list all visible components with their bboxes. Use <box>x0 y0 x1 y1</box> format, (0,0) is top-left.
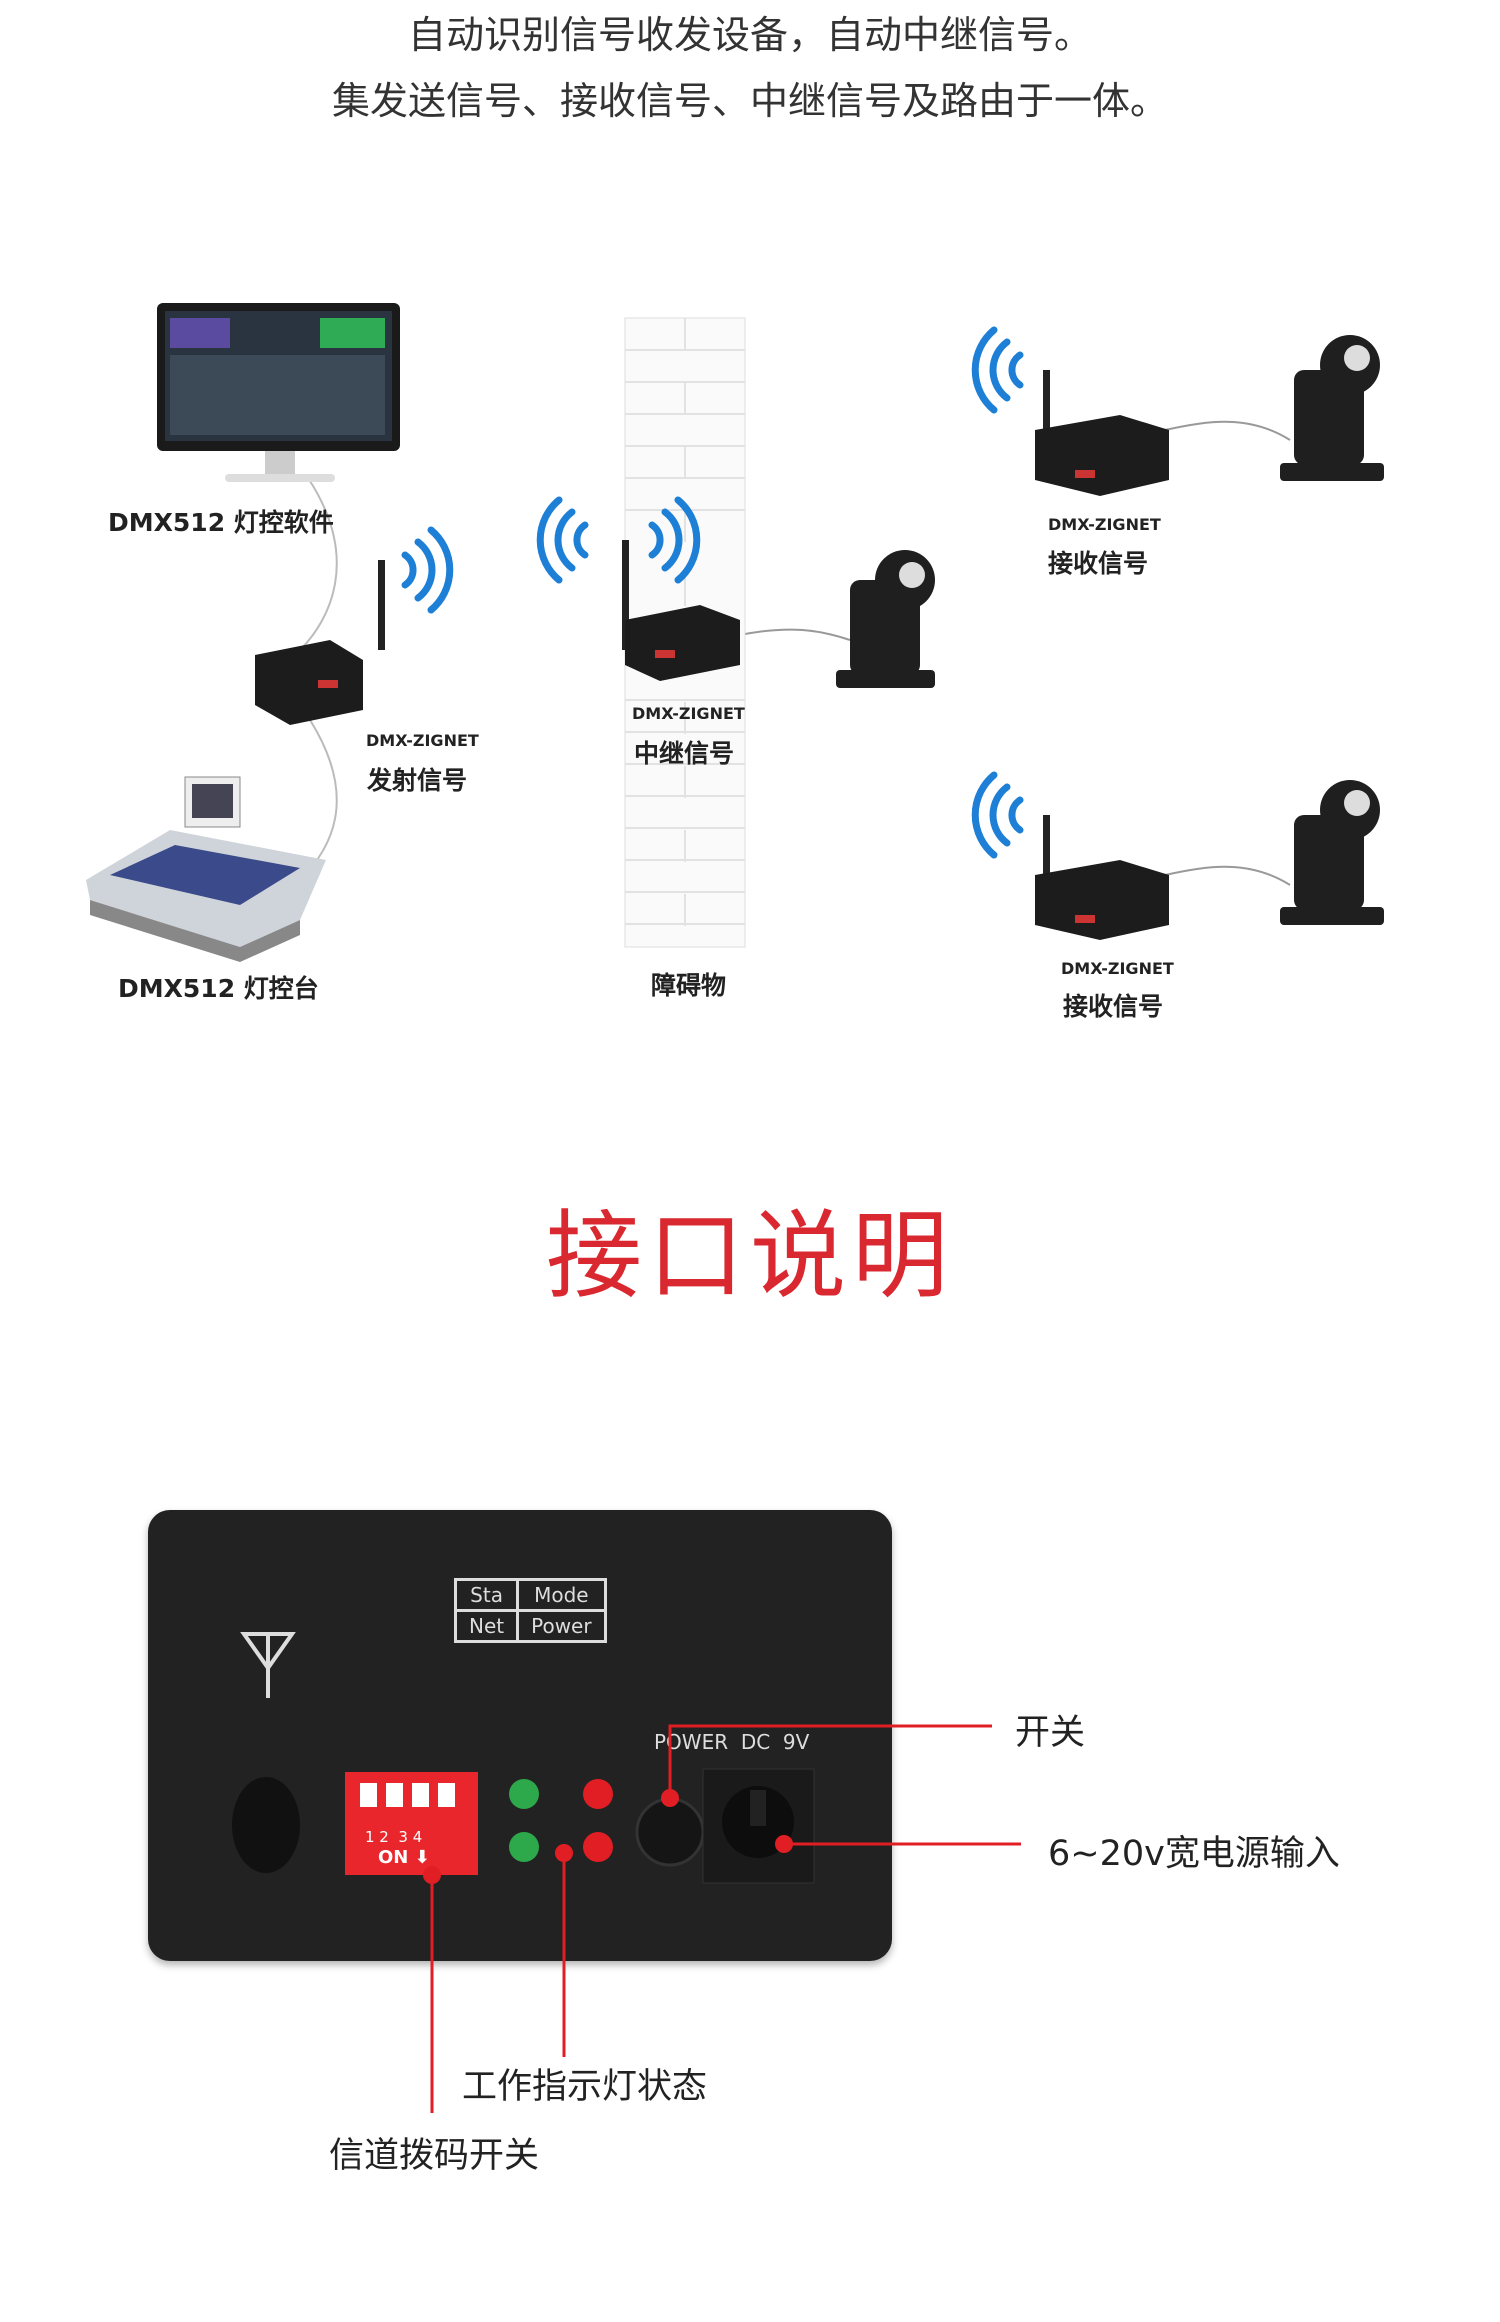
receiver-device-2 <box>1035 815 1169 940</box>
callout-switch: 开关 <box>1015 1713 1086 1753</box>
wifi-icon <box>971 771 1024 859</box>
table-cell: Net <box>453 1609 520 1643</box>
repeater-model: DMX-ZIGNET <box>632 704 745 723</box>
transmitter-role: 发射信号 <box>367 766 468 795</box>
repeater-device <box>622 540 740 681</box>
moving-head-light <box>836 550 935 688</box>
intro-line-1: 自动识别信号收发设备，自动中继信号。 <box>407 13 1092 57</box>
power-dc-label: POWER DC 9V <box>654 1730 810 1754</box>
obstacle-label: 障碍物 <box>651 971 727 1000</box>
table-cell: Power <box>516 1609 607 1643</box>
callout-power-input: 6~20v宽电源输入 <box>1048 1834 1340 1874</box>
receiver2-role: 接收信号 <box>1063 992 1164 1021</box>
software-label: DMX512 灯控软件 <box>108 508 334 537</box>
transmitter-device <box>255 560 385 725</box>
wifi-icon <box>971 326 1024 414</box>
receiver2-model: DMX-ZIGNET <box>1061 959 1174 978</box>
wifi-icon <box>648 496 701 584</box>
dip-numbers: 1 2 3 4 <box>365 1828 423 1846</box>
console-image <box>86 776 326 962</box>
monitor-image <box>157 303 400 482</box>
moving-head-light <box>1280 780 1384 925</box>
receiver1-model: DMX-ZIGNET <box>1048 515 1161 534</box>
moving-head-light <box>1280 335 1384 481</box>
dip-on-label: ON ⬇ <box>378 1847 430 1868</box>
transmitter-model: DMX-ZIGNET <box>366 731 479 750</box>
intro-line-2: 集发送信号、接收信号、中继信号及路由于一体。 <box>331 79 1168 123</box>
callout-status-led: 工作指示灯状态 <box>462 2067 708 2107</box>
network-diagram <box>86 303 1384 962</box>
repeater-role: 中继信号 <box>634 739 735 768</box>
table-cell: Mode <box>516 1578 607 1612</box>
receiver-device-1 <box>1035 370 1169 496</box>
wifi-icon <box>536 496 589 584</box>
wifi-icon <box>401 526 454 614</box>
section-title: 接口说明 <box>546 1200 954 1312</box>
table-cell: Sta <box>453 1578 520 1612</box>
console-label: DMX512 灯控台 <box>118 974 319 1003</box>
receiver1-role: 接收信号 <box>1048 549 1149 578</box>
callout-dip-switch: 信道拨码开关 <box>329 2136 540 2176</box>
